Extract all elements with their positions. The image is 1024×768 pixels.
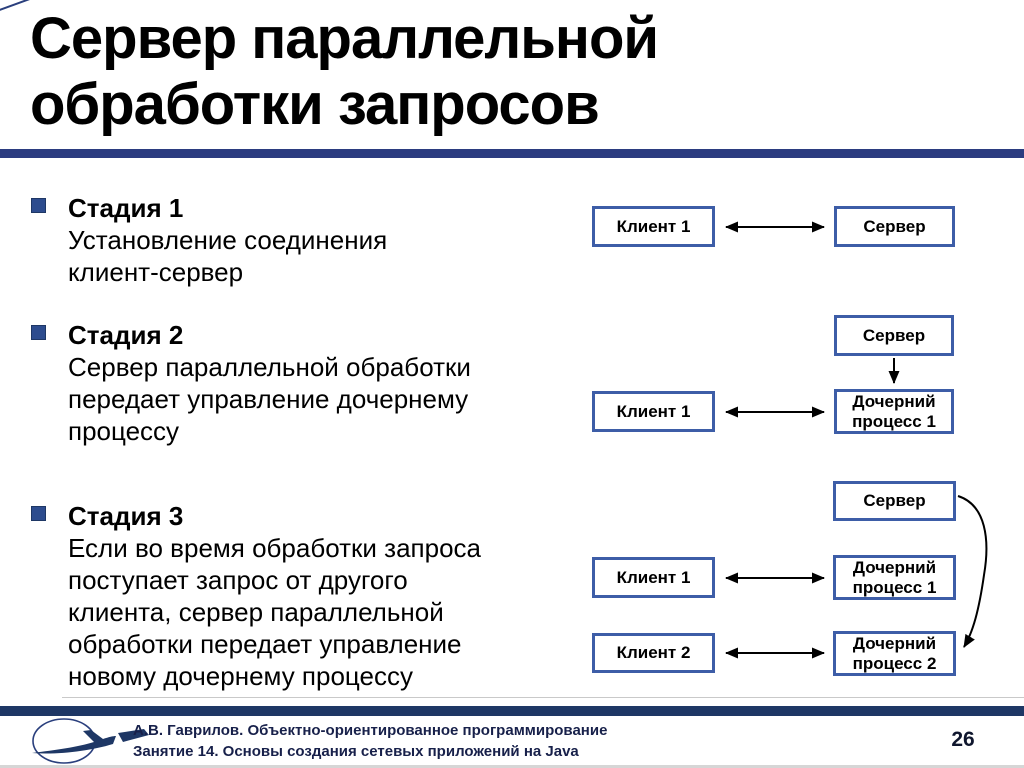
diagram-box-client1-stage2: Клиент 1 xyxy=(592,391,715,432)
diagram-box-child1-stage2: Дочерний процесс 1 xyxy=(834,389,954,434)
page-number: 26 xyxy=(951,728,975,751)
slide-title: Сервер параллельной обработки запросов xyxy=(30,6,659,137)
diagram-box-server-stage3: Сервер xyxy=(833,481,956,521)
footer-credit: А.В. Гаврилов. Объектно-ориентированное … xyxy=(133,720,693,762)
footer-navy-bar xyxy=(0,706,1024,716)
diagram-box-server-stage1: Сервер xyxy=(834,206,955,247)
stage-2-heading: Стадия 2 xyxy=(68,320,184,350)
bullet-square-icon xyxy=(31,325,46,340)
diagram-box-client2-stage3: Клиент 2 xyxy=(592,633,715,673)
stage-2-body: Сервер параллельной обработки передает у… xyxy=(68,352,471,446)
airplane-logo-icon xyxy=(32,718,149,764)
diagram-box-client1-stage1: Клиент 1 xyxy=(592,206,715,247)
diagram-box-client1-stage3: Клиент 1 xyxy=(592,557,715,598)
footer-credit-line1: А.В. Гаврилов. Объектно-ориентированное … xyxy=(133,722,608,739)
stage-3-block: Стадия 3 Если во время обработки запроса… xyxy=(31,500,481,692)
stage-1-block: Стадия 1 Установление соединения клиент-… xyxy=(31,192,472,288)
footer-credit-line2: Занятие 14. Основы создания сетевых прил… xyxy=(133,743,579,760)
bullet-square-icon xyxy=(31,198,46,213)
stage-1-heading: Стадия 1 xyxy=(68,193,184,223)
stage-3-heading: Стадия 3 xyxy=(68,501,184,531)
slide-bottom-edge xyxy=(0,765,1024,768)
curved-arrow-server-to-child2 xyxy=(957,495,988,648)
stage-3-body: Если во время обработки запроса поступае… xyxy=(68,533,482,691)
diagram-box-server-stage2: Сервер xyxy=(834,315,954,356)
stage-2-block: Стадия 2 Сервер параллельной обработки п… xyxy=(31,319,472,447)
title-underline-rule xyxy=(0,149,1024,158)
diagram-box-child2-stage3: Дочерний процесс 2 xyxy=(833,631,956,676)
bullet-square-icon xyxy=(31,506,46,521)
footer-grey-rule xyxy=(62,697,1024,698)
diagram-box-child1-stage3: Дочерний процесс 1 xyxy=(833,555,956,600)
stage-1-body: Установление соединения клиент-сервер xyxy=(68,225,388,287)
